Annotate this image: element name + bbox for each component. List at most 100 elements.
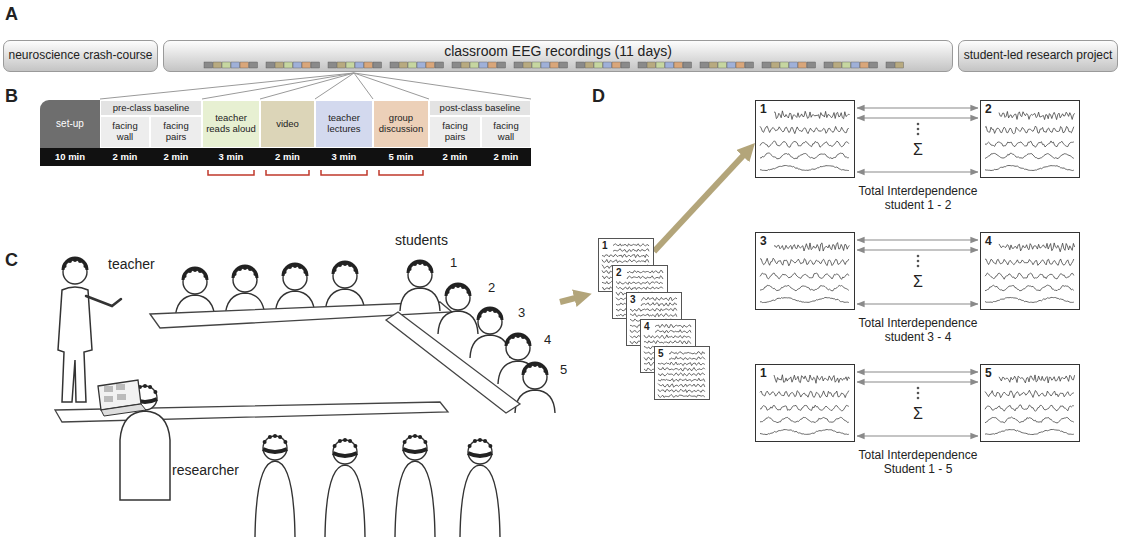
node-text: 1 <box>760 103 767 117</box>
eeg-box: 1 <box>755 364 855 442</box>
eeg-box: 5 <box>980 364 1080 442</box>
interdependence-arrow <box>857 435 978 436</box>
node-text: 2 min <box>164 152 189 163</box>
measure-title: Total Interdependence student 1 - 2 <box>838 184 998 213</box>
ellipsis-dot <box>917 260 920 263</box>
eeg-head <box>233 266 258 292</box>
node-text: video <box>276 119 299 130</box>
student-number: 1 <box>450 255 457 271</box>
laptop <box>98 380 146 416</box>
node-text: 5 <box>985 367 992 381</box>
node-text: student-led research project <box>964 49 1113 63</box>
node-text: facing wall <box>484 121 528 143</box>
baseline-cell: facing wall <box>481 116 531 148</box>
node-text: 5 <box>658 348 664 360</box>
eeg-head <box>408 261 433 287</box>
sum-symbol: Σ <box>903 404 933 423</box>
node-text: 10 min <box>55 152 85 163</box>
eeg-head <box>403 434 428 460</box>
table <box>386 312 520 413</box>
node-text: group discussion <box>376 113 426 135</box>
node-text: 2 <box>616 267 622 279</box>
duration-cell: 3 min <box>202 148 260 166</box>
node-text: 3 min <box>332 152 357 163</box>
eeg-traces <box>981 233 1079 309</box>
node-text: set-up <box>56 118 84 130</box>
eeg-box: 3 <box>755 232 855 310</box>
interdependence-arrow <box>857 371 978 372</box>
phase-bar: classroom EEG recordings (11 days) <box>163 40 953 72</box>
duration-cell: 2 min <box>100 148 150 166</box>
panel-letter: C <box>5 250 18 272</box>
zoom-lines <box>100 73 531 99</box>
ellipsis-dot <box>917 265 920 268</box>
ellipsis-dot <box>917 133 920 136</box>
node-text: teacher reads aloud <box>205 113 257 135</box>
interdependence-arrow <box>857 239 978 240</box>
panel-letter: B <box>5 86 18 108</box>
eeg-head <box>468 438 493 464</box>
node-text: 4 <box>644 321 650 333</box>
activity-cell: teacher reads aloud <box>202 100 260 148</box>
phase-bar: neuroscience crash-course <box>3 40 158 72</box>
node-text: 1 <box>602 240 608 252</box>
role-label: teacher <box>108 256 155 273</box>
student-number: 3 <box>518 305 525 321</box>
node-text: facing wall <box>103 121 147 143</box>
eeg-box: 4 <box>980 232 1080 310</box>
baseline-cell: facing wall <box>100 116 150 148</box>
sum-symbol: Σ <box>903 272 933 291</box>
body <box>470 335 510 358</box>
node-text: 5 min <box>389 152 414 163</box>
node-text: pre-class baseline <box>113 103 190 114</box>
researcher-figure <box>120 411 170 500</box>
interdependence-arrow <box>857 381 978 382</box>
eeg-head <box>283 264 308 290</box>
baseline-cell: facing pairs <box>150 116 202 148</box>
eeg-head <box>63 258 88 284</box>
ellipsis-dot <box>917 123 920 126</box>
eeg-box: 1 <box>755 100 855 178</box>
measure-title: Total Interdependence Student 1 - 5 <box>838 448 998 477</box>
eeg-traces <box>981 101 1079 177</box>
eeg-head <box>333 262 358 288</box>
interdependence-arrow <box>857 107 978 108</box>
duration-cell: 3 min <box>315 148 373 166</box>
body <box>515 390 555 413</box>
node-text: facing pairs <box>153 121 199 143</box>
ellipsis-dot <box>917 397 920 400</box>
node-text: 3 min <box>219 152 244 163</box>
role-label: researcher <box>172 462 239 479</box>
duration-cell: 2 min <box>481 148 531 166</box>
setup-cell: set-up <box>40 100 100 148</box>
duration-cell: 2 min <box>150 148 202 166</box>
role-label: students <box>395 232 448 249</box>
node-text: 2 min <box>113 152 138 163</box>
baseline-cell: facing pairs <box>429 116 481 148</box>
interdependence-arrow <box>857 117 978 118</box>
node-text: neuroscience crash-course <box>8 49 152 63</box>
student-number: 2 <box>488 280 495 296</box>
body <box>325 465 365 537</box>
eeg-head <box>478 308 503 334</box>
panel-letter: D <box>592 86 605 108</box>
duration-cell: 2 min <box>260 148 315 166</box>
flow-arrow <box>654 149 749 251</box>
eeg-traces <box>756 365 854 441</box>
eeg-sheet: 5 <box>654 346 710 400</box>
node-text: 2 min <box>443 152 468 163</box>
eeg-head <box>523 363 548 389</box>
sum-symbol: Σ <box>903 140 933 159</box>
interdependence-arrow <box>857 171 978 172</box>
node-text: 2 <box>985 103 992 117</box>
eeg-traces <box>756 101 854 177</box>
body <box>395 461 435 537</box>
baseline-header: post-class baseline <box>429 100 531 116</box>
eeg-head <box>183 268 208 294</box>
interdependence-arrow <box>857 303 978 304</box>
ellipsis-dot <box>917 392 920 395</box>
body <box>460 465 500 537</box>
activity-cell: video <box>260 100 315 148</box>
measure-title: Total Interdependence student 3 - 4 <box>838 316 998 345</box>
eeg-box: 2 <box>980 100 1080 178</box>
